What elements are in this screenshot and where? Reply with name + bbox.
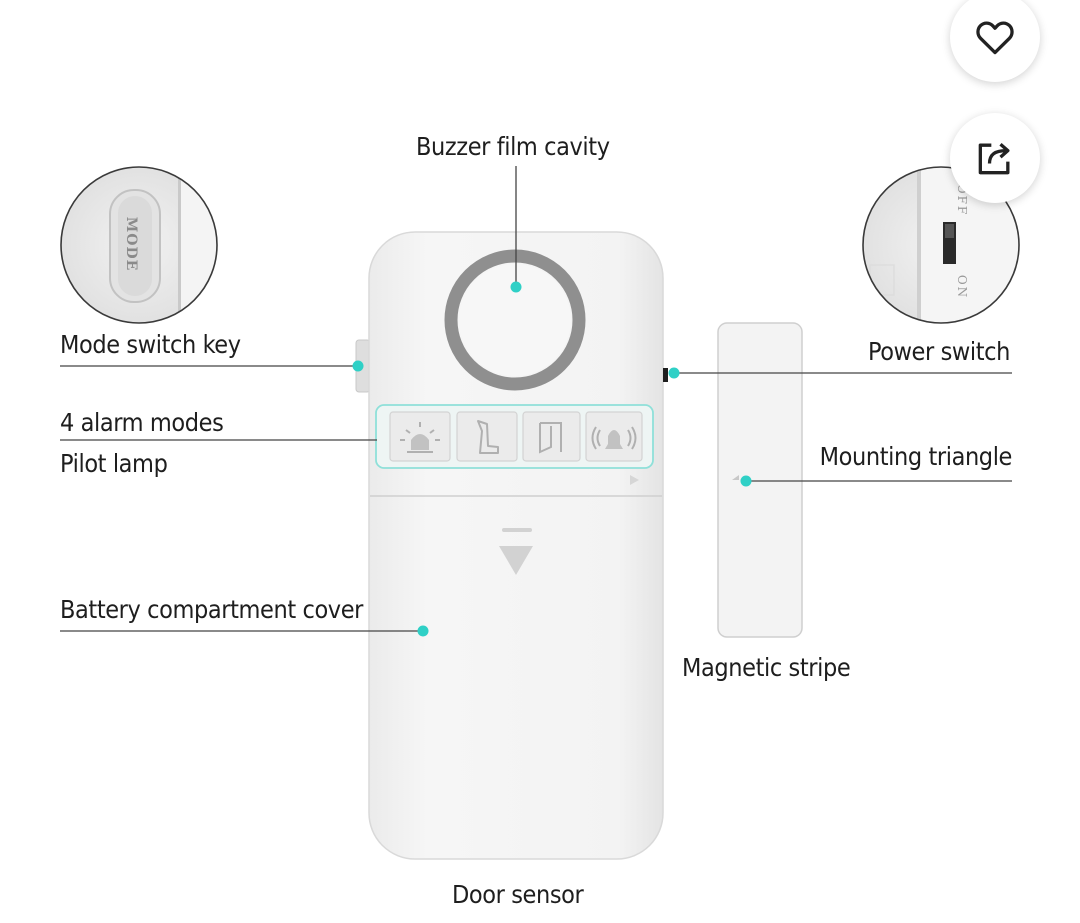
bell-icon — [591, 426, 637, 450]
mode-key-zoom: MODE — [60, 166, 218, 324]
label-magnetic-stripe: Magnetic stripe — [682, 653, 851, 682]
label-power-switch: Power switch — [867, 337, 1010, 366]
siren-icon — [400, 422, 440, 453]
label-mounting-triangle: Mounting triangle — [819, 442, 1013, 471]
leg-icon — [477, 420, 499, 454]
label-battery-cover: Battery compartment cover — [60, 595, 364, 624]
switch-on-text: ON — [955, 275, 969, 299]
buzzer-ring — [444, 249, 586, 391]
leader-lines — [60, 166, 1012, 632]
favorite-button[interactable] — [950, 0, 1040, 82]
label-mode-switch-key: Mode switch key — [60, 330, 241, 359]
heart-icon — [976, 21, 1014, 55]
door-icon — [539, 422, 562, 454]
mode-key-text: MODE — [123, 217, 139, 272]
alarm-device — [355, 231, 668, 860]
magnetic-stripe — [717, 322, 803, 638]
label-buzzer: Buzzer film cavity — [416, 132, 610, 161]
label-door-sensor: Door sensor — [452, 880, 584, 909]
label-pilot-lamp: Pilot lamp — [60, 449, 168, 478]
share-button[interactable] — [950, 113, 1040, 203]
power-switch-nub — [663, 368, 668, 382]
share-icon — [978, 143, 1010, 175]
accent-dots — [352, 281, 752, 637]
label-alarm-modes: 4 alarm modes — [60, 408, 224, 437]
